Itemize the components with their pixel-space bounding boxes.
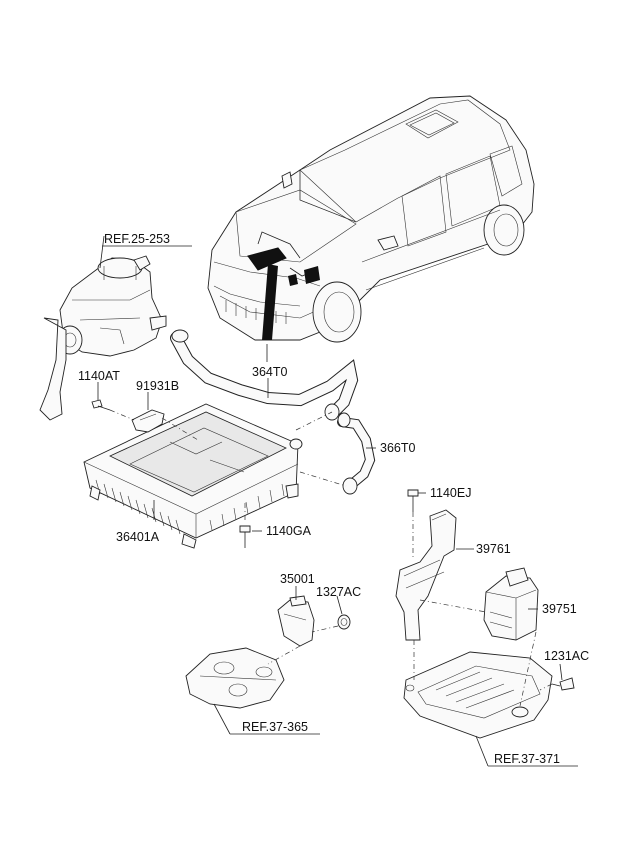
label-366T0[interactable]: 366T0: [380, 441, 415, 455]
bracket-ref-37-365: [185, 647, 285, 709]
sensor-35001: [277, 595, 315, 647]
battery-tray-ref-37-371: [403, 651, 553, 739]
hose-364T0: [170, 329, 359, 421]
label-36401A[interactable]: 36401A: [116, 530, 160, 544]
vehicle-illustration: [207, 95, 535, 343]
label-ref-37-371[interactable]: REF.37-371: [494, 752, 560, 766]
label-364T0[interactable]: 364T0: [252, 365, 287, 379]
label-ref-25-253[interactable]: REF.25-253: [104, 232, 170, 246]
label-1140AT[interactable]: 1140AT: [78, 369, 120, 383]
bracket-39761: [395, 509, 457, 641]
hose-366T0: [337, 412, 376, 495]
control-unit-39751: [483, 567, 539, 641]
label-ref-37-365[interactable]: REF.37-365: [242, 720, 308, 734]
part-labels: REF.25-253 364T0 1140AT 91931B 366T0 114…: [78, 232, 589, 766]
bolt-1140GA: [239, 525, 251, 548]
bracket-91931B: [131, 409, 165, 433]
label-1231AC[interactable]: 1231AC: [544, 649, 589, 663]
label-39761[interactable]: 39761: [476, 542, 511, 556]
label-1140EJ[interactable]: 1140EJ: [430, 486, 471, 500]
water-pump-assembly: [39, 235, 167, 421]
bolt-1140AT: [91, 399, 111, 411]
inverter-assembly-36401A: [83, 403, 303, 549]
label-1140GA[interactable]: 1140GA: [266, 524, 312, 538]
leader-lines: [97, 245, 578, 767]
label-39751[interactable]: 39751: [542, 602, 577, 616]
bolt-1140EJ: [407, 489, 419, 512]
label-35001[interactable]: 35001: [280, 572, 315, 586]
label-91931B[interactable]: 91931B: [136, 379, 179, 393]
bushing-1327AC: [337, 614, 351, 630]
bolt-1231AC: [551, 677, 575, 691]
label-1327AC[interactable]: 1327AC: [316, 585, 361, 599]
